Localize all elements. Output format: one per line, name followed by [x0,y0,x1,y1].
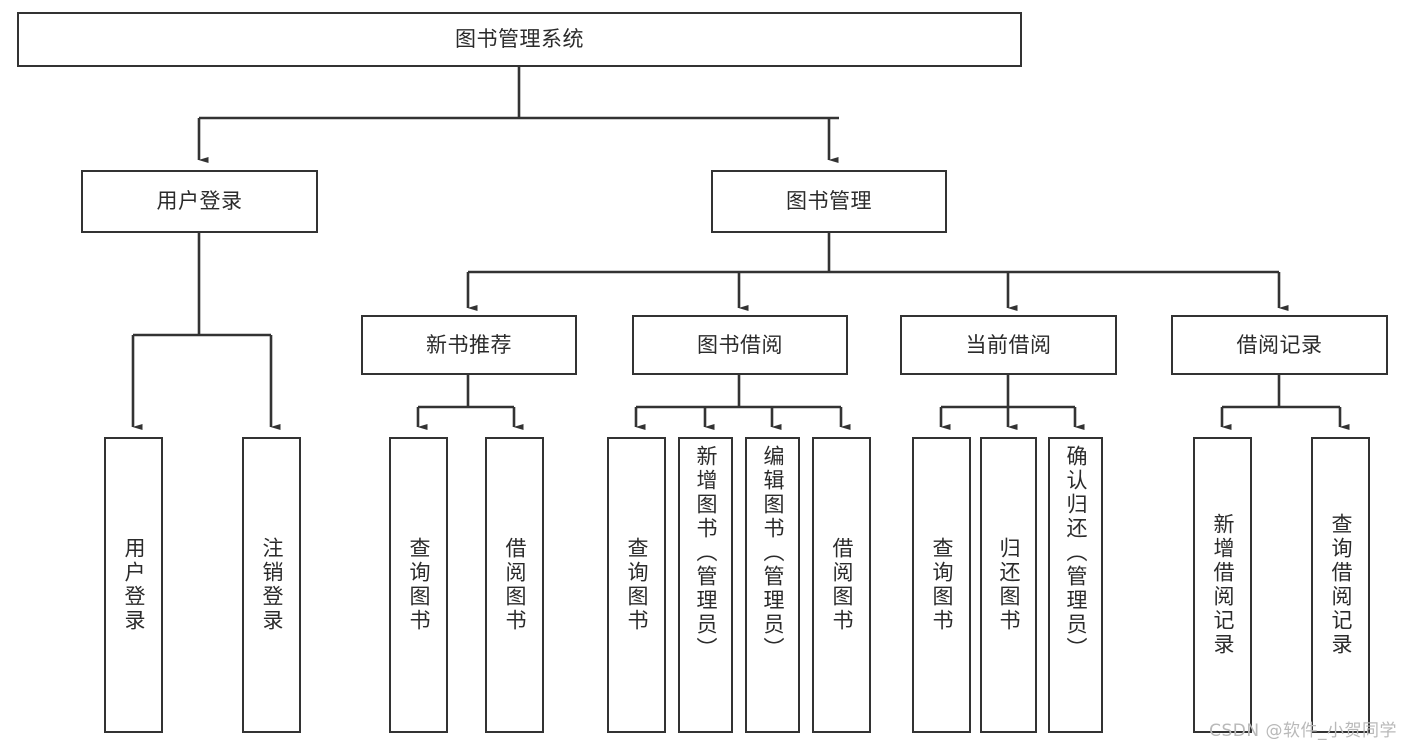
node-leaf-borrow-book-2[interactable]: 借阅图书 [812,437,871,733]
node-leaf-add-record[interactable]: 新增借阅记录 [1193,437,1252,733]
node-borrow-record-label: 借阅记录 [1236,332,1323,357]
node-borrow-record[interactable]: 借阅记录 [1171,315,1388,375]
node-leaf-query-book-1[interactable]: 查询图书 [389,437,448,733]
node-leaf-add-book-admin-label: 新增图书（管理员） [694,445,718,661]
node-leaf-query-record[interactable]: 查询借阅记录 [1311,437,1370,733]
node-leaf-query-book-3[interactable]: 查询图书 [912,437,971,733]
node-new-book-recommend-label: 新书推荐 [426,332,512,357]
watermark: CSDN @软件_小贺同学 [1209,721,1397,741]
node-leaf-borrow-book-2-label: 借阅图书 [830,537,854,633]
node-leaf-edit-book-admin[interactable]: 编辑图书（管理员） [745,437,800,733]
node-leaf-user-login[interactable]: 用户登录 [104,437,163,733]
node-book-manage-label: 图书管理 [786,189,872,214]
node-leaf-confirm-return-admin[interactable]: 确认归还（管理员） [1048,437,1103,733]
node-leaf-edit-book-admin-label: 编辑图书（管理员） [761,445,785,661]
node-leaf-return-book[interactable]: 归还图书 [980,437,1037,733]
node-root-label: 图书管理系统 [455,27,584,52]
node-leaf-user-login-label: 用户登录 [122,537,146,633]
node-leaf-query-book-3-label: 查询图书 [930,537,954,633]
node-leaf-return-book-label: 归还图书 [997,537,1021,633]
node-root[interactable]: 图书管理系统 [17,12,1022,67]
node-book-borrow[interactable]: 图书借阅 [632,315,848,375]
node-book-manage[interactable]: 图书管理 [711,170,947,233]
node-current-borrow[interactable]: 当前借阅 [900,315,1117,375]
node-user-login-label: 用户登录 [156,189,243,214]
node-leaf-borrow-book-1-label: 借阅图书 [503,537,527,633]
node-leaf-borrow-book-1[interactable]: 借阅图书 [485,437,544,733]
node-leaf-add-record-label: 新增借阅记录 [1211,513,1235,657]
node-leaf-add-book-admin[interactable]: 新增图书（管理员） [678,437,733,733]
node-current-borrow-label: 当前借阅 [965,332,1052,357]
node-leaf-query-book-2[interactable]: 查询图书 [607,437,666,733]
node-book-borrow-label: 图书借阅 [697,332,783,357]
node-leaf-query-book-2-label: 查询图书 [625,537,649,633]
node-leaf-query-record-label: 查询借阅记录 [1329,513,1353,657]
node-leaf-logout[interactable]: 注销登录 [242,437,301,733]
node-leaf-logout-label: 注销登录 [260,537,284,633]
node-leaf-confirm-return-admin-label: 确认归还（管理员） [1064,445,1088,661]
node-user-login[interactable]: 用户登录 [81,170,318,233]
node-leaf-query-book-1-label: 查询图书 [407,537,431,633]
node-new-book-recommend[interactable]: 新书推荐 [361,315,577,375]
